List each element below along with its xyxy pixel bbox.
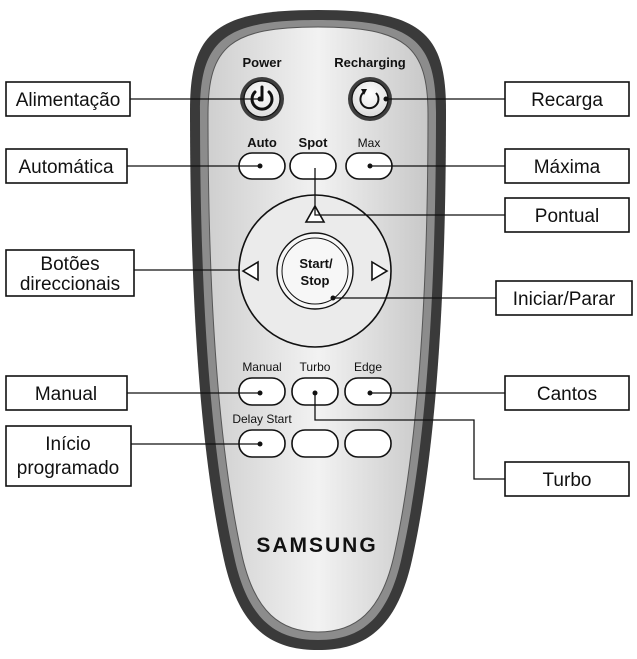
callout-recarga-text: Recarga	[531, 90, 603, 111]
callout-automatica-text: Automática	[18, 157, 113, 178]
left-arrow-icon[interactable]	[241, 260, 259, 282]
callout-inicio-programado: Início programado	[5, 425, 132, 487]
callout-pontual-text: Pontual	[535, 206, 599, 227]
callout-alimentacao-text: Alimentação	[16, 90, 121, 111]
leader-lines	[127, 96, 505, 480]
recharging-button[interactable]	[348, 77, 392, 121]
direction-pad	[238, 194, 392, 348]
blank-button-right[interactable]	[344, 429, 392, 458]
stop-label: Stop	[301, 273, 330, 288]
brand-logo: SAMSUNG	[256, 534, 377, 557]
callout-maxima: Máxima	[504, 148, 630, 184]
callout-alimentacao: Alimentação	[5, 81, 131, 117]
callout-inicio-line1: Início	[45, 434, 90, 455]
recharging-label: Recharging	[334, 55, 406, 70]
spot-button[interactable]	[289, 152, 337, 180]
callout-turbo: Turbo	[504, 461, 630, 497]
callout-recarga: Recarga	[504, 81, 630, 117]
spot-label: Spot	[299, 135, 329, 150]
right-arrow-icon[interactable]	[371, 260, 389, 282]
turbo-label: Turbo	[300, 360, 331, 374]
callout-manual: Manual	[5, 375, 128, 411]
delay-start-label: Delay Start	[232, 412, 292, 426]
callout-pontual: Pontual	[504, 197, 630, 233]
callout-cantos-text: Cantos	[537, 384, 597, 405]
recharge-arrow-icon	[359, 89, 380, 110]
max-label: Max	[358, 136, 381, 150]
callout-botoes-line2: direccionais	[20, 274, 120, 295]
callout-botoes-line1: Botões	[40, 254, 99, 275]
callout-inicio-line2: programado	[17, 458, 119, 479]
callout-iniciar-parar: Iniciar/Parar	[495, 280, 633, 316]
start-label: Start/	[299, 256, 333, 271]
power-label: Power	[242, 55, 281, 70]
callout-automatica: Automática	[5, 148, 128, 184]
callout-maxima-text: Máxima	[534, 157, 601, 178]
callout-turbo-text: Turbo	[543, 470, 592, 491]
manual-label: Manual	[242, 360, 281, 374]
blank-button-middle[interactable]	[291, 429, 339, 458]
callout-botoes-direccionais: Botões direccionais	[5, 249, 135, 297]
edge-label: Edge	[354, 360, 382, 374]
callout-cantos: Cantos	[504, 375, 630, 411]
callout-iniciar-parar-text: Iniciar/Parar	[513, 289, 616, 310]
callout-manual-text: Manual	[35, 384, 97, 405]
start-stop-button[interactable]: Start/ Stop	[299, 256, 333, 288]
auto-label: Auto	[247, 135, 277, 150]
